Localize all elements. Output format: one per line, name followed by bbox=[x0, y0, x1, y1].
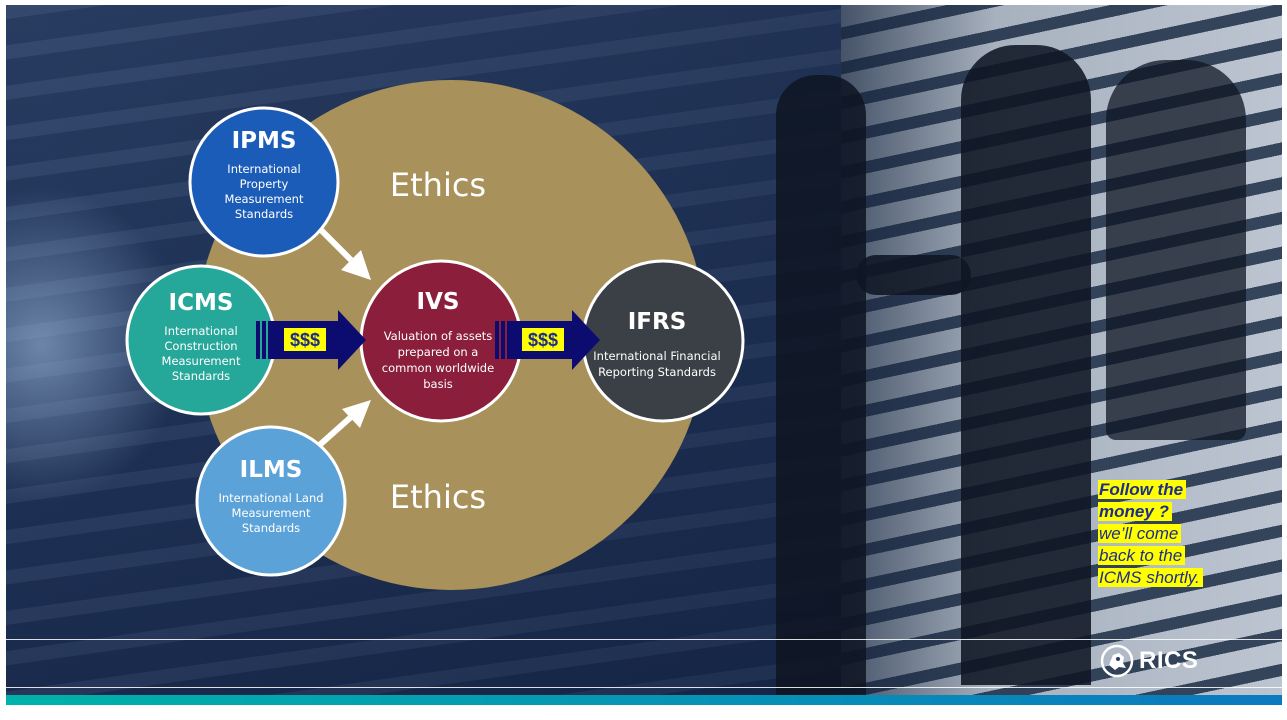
icms-line-1: International bbox=[164, 324, 237, 338]
rics-logo-text: RICS bbox=[1139, 647, 1199, 674]
ivs-line-4: basis bbox=[423, 377, 453, 391]
icms-line-2: Construction bbox=[164, 339, 237, 353]
ipms-line-1: International bbox=[227, 162, 300, 176]
note-line-1: Follow the bbox=[1098, 480, 1187, 499]
ilms-title: ILMS bbox=[240, 457, 303, 483]
divider-line-bottom bbox=[6, 687, 1282, 688]
ivs-line-3: common worldwide bbox=[382, 361, 494, 375]
ipms-line-4: Standards bbox=[235, 207, 293, 221]
ifrs-title: IFRS bbox=[628, 309, 687, 335]
silhouette-person-right bbox=[1106, 60, 1246, 440]
silhouette-person-left bbox=[776, 75, 866, 695]
circle-ifrs: IFRS International Financial Reporting S… bbox=[581, 259, 745, 423]
ipms-title: IPMS bbox=[232, 128, 297, 154]
circle-ipms: IPMS International Property Measurement … bbox=[188, 106, 340, 258]
money-label-1: $$$ bbox=[290, 330, 320, 350]
divider-line-top bbox=[6, 639, 1282, 640]
slide: Ethics Ethics IPMS International Propert… bbox=[6, 5, 1282, 705]
standards-diagram: Ethics Ethics IPMS International Propert… bbox=[125, 80, 745, 590]
ivs-line-1: Valuation of assets bbox=[384, 329, 493, 343]
ivs-line-2: prepared on a bbox=[398, 345, 479, 359]
icms-line-4: Standards bbox=[172, 369, 230, 383]
ivs-title: IVS bbox=[417, 289, 460, 315]
ifrs-line-1: International Financial bbox=[593, 349, 720, 363]
brand-bottom-bar bbox=[6, 695, 1282, 705]
note-line-4: back to the bbox=[1098, 546, 1186, 565]
money-label-2: $$$ bbox=[528, 330, 558, 350]
icms-line-3: Measurement bbox=[162, 354, 241, 368]
circle-ivs: IVS Valuation of assets prepared on a co… bbox=[359, 259, 523, 423]
silhouette-handshake bbox=[856, 255, 971, 295]
money-arrow-icms-to-ivs: $$$ bbox=[256, 310, 366, 370]
icms-title: ICMS bbox=[169, 290, 234, 316]
ilms-line-3: Standards bbox=[242, 521, 300, 535]
money-arrow-ivs-to-ifrs: $$$ bbox=[495, 310, 600, 370]
ipms-line-2: Property bbox=[240, 177, 289, 191]
ethics-label-bottom: Ethics bbox=[390, 478, 486, 516]
silhouette-person-middle bbox=[961, 45, 1091, 685]
ilms-line-2: Measurement bbox=[232, 506, 311, 520]
circle-ilms: ILMS International Land Measurement Stan… bbox=[195, 425, 347, 577]
note-line-2: money ? bbox=[1098, 502, 1172, 521]
circle-icms: ICMS International Construction Measurem… bbox=[125, 264, 277, 416]
follow-the-money-note: Follow the money ? we’ll come back to th… bbox=[1098, 479, 1248, 589]
note-line-5: ICMS shortly. bbox=[1098, 568, 1203, 587]
ipms-line-3: Measurement bbox=[225, 192, 304, 206]
ilms-line-1: International Land bbox=[218, 491, 323, 505]
ethics-label-top: Ethics bbox=[390, 166, 486, 204]
ifrs-line-2: Reporting Standards bbox=[598, 365, 716, 379]
note-line-3: we’ll come bbox=[1098, 524, 1182, 543]
rics-lion-logo-icon bbox=[1100, 644, 1134, 678]
